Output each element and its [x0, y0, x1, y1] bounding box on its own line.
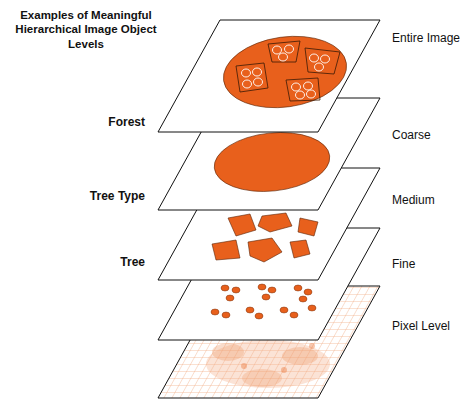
label-holder: Tree Type — [90, 189, 145, 203]
level-example: Tree — [120, 255, 145, 269]
level-name: Entire Image — [392, 31, 460, 45]
level-name: Medium — [392, 193, 435, 207]
title-holder: Examples of Meaningful Hierarchical Imag… — [6, 8, 166, 51]
label-holder: Forest — [108, 115, 145, 129]
image-layer: Tree Type Medium — [0, 168, 474, 280]
label-holder: Medium — [392, 193, 435, 207]
label-holder: Tree — [120, 255, 145, 269]
layer-plane — [0, 98, 474, 210]
diagram-title: Examples of Meaningful Hierarchical Imag… — [6, 8, 166, 51]
label-holder: Entire Image — [392, 31, 460, 45]
layer-plane — [0, 168, 474, 280]
level-name: Pixel Level — [392, 319, 450, 333]
label-holder: Pixel Level — [392, 319, 450, 333]
layer-plane — [0, 286, 474, 398]
image-layer: Tree Fine — [0, 228, 474, 340]
image-layer: ForestCoarse — [0, 98, 474, 210]
layer-plane — [0, 228, 474, 340]
level-name: Coarse — [392, 128, 431, 142]
label-holder: Coarse — [392, 128, 431, 142]
image-layer: Entire Image — [0, 20, 474, 132]
level-name: Fine — [392, 257, 415, 271]
entire-image-plane-art — [158, 20, 380, 132]
level-example: Forest — [108, 115, 145, 129]
label-holder: Fine — [392, 257, 415, 271]
level-example: Tree Type — [90, 189, 145, 203]
image-layer: Pixel Level — [0, 286, 474, 398]
